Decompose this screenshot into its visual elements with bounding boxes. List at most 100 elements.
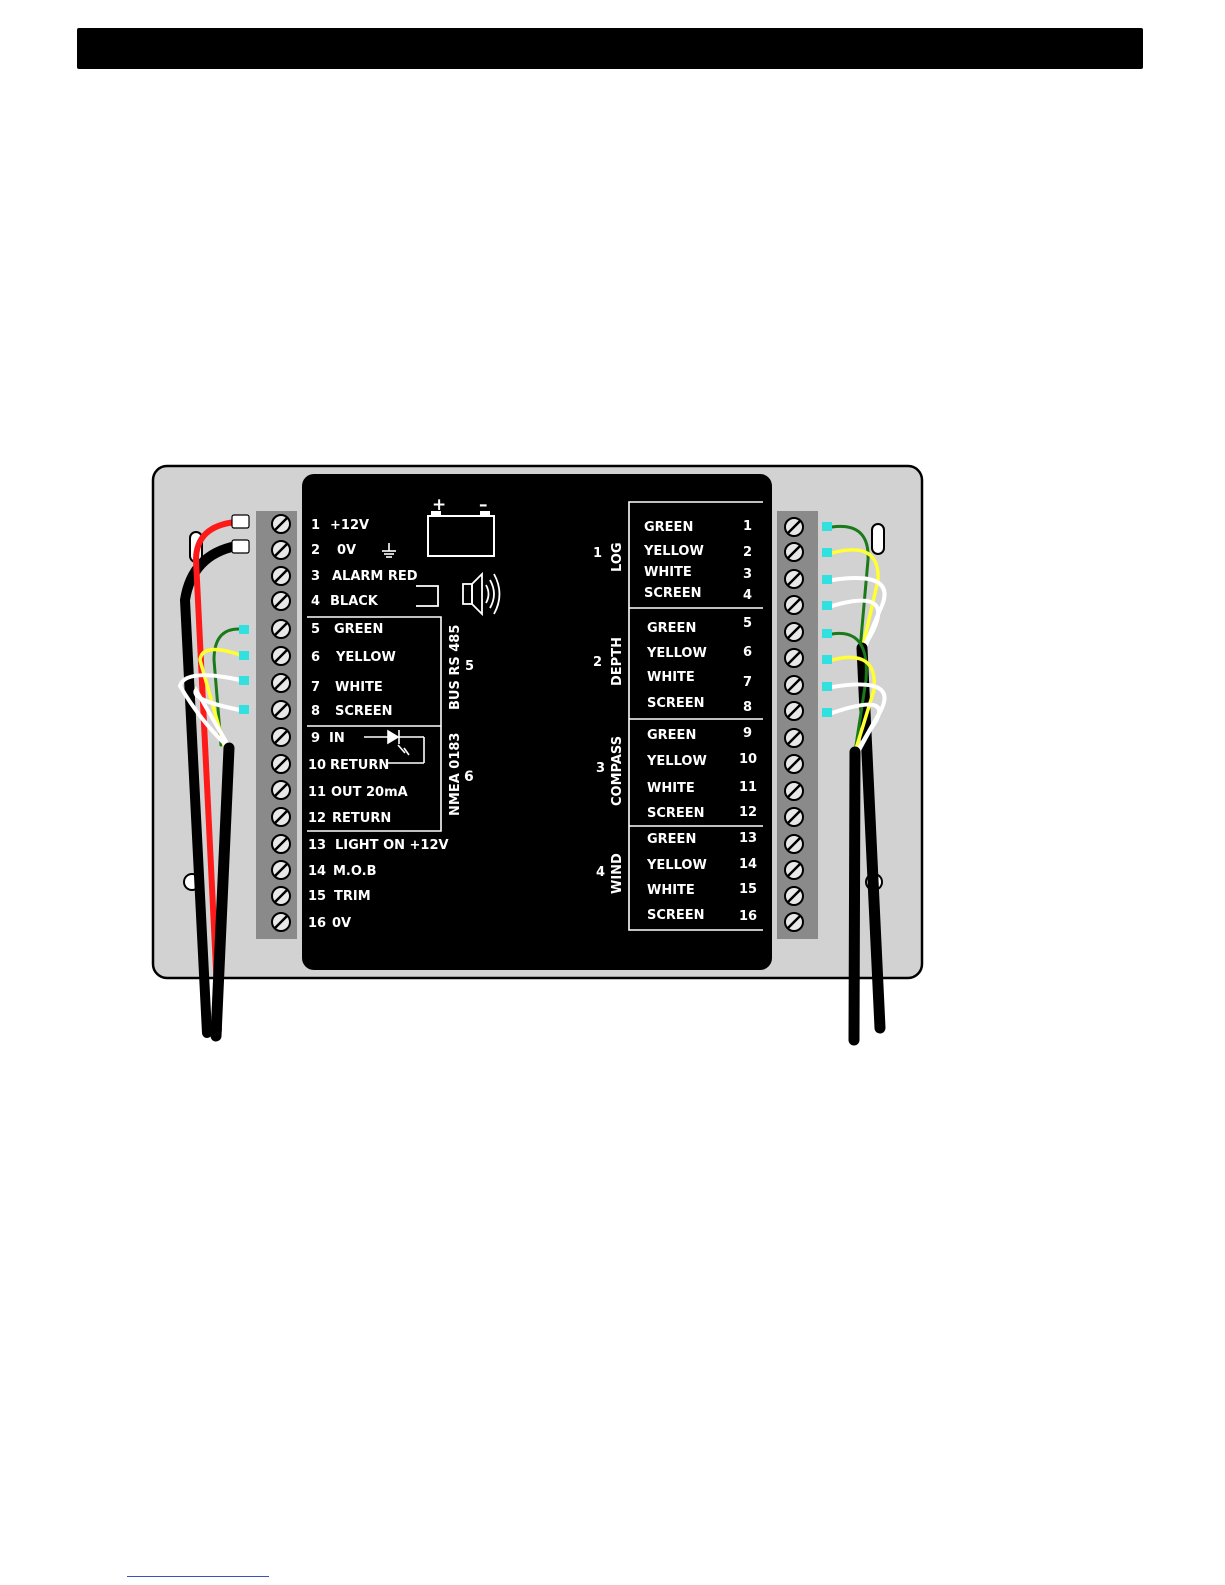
header-bar — [77, 28, 1143, 69]
right-terminal-number: 13 — [739, 831, 757, 846]
terminal-screw-icon[interactable] — [784, 807, 804, 827]
right-terminal-number: 7 — [743, 675, 752, 690]
left-terminal-number: 8 — [311, 704, 320, 719]
terminal-screw-icon[interactable] — [271, 646, 291, 666]
left-group-num-nmea: 6 — [464, 769, 474, 785]
speaker-icon — [416, 571, 501, 617]
left-terminal-number: 1 — [311, 518, 320, 533]
terminal-screw-icon[interactable] — [784, 675, 804, 695]
terminal-screw-icon[interactable] — [271, 807, 291, 827]
terminal-screw-icon[interactable] — [784, 754, 804, 774]
left-terminal-label: 0V — [337, 543, 356, 558]
terminal-screw-icon[interactable] — [784, 517, 804, 537]
terminal-screw-icon[interactable] — [784, 595, 804, 615]
right-group-number: 3 — [596, 761, 605, 776]
terminal-screw-icon[interactable] — [271, 514, 291, 534]
terminal-screw-icon[interactable] — [784, 781, 804, 801]
wire-green-right-1 — [830, 524, 870, 652]
cable-black-right-1 — [856, 642, 886, 1034]
right-terminal-number: 10 — [739, 752, 757, 767]
terminal-screw-icon[interactable] — [784, 886, 804, 906]
right-terminal-label: YELLOW — [646, 754, 707, 769]
left-terminal-screws — [271, 514, 291, 932]
left-terminal-number: 12 — [308, 811, 326, 826]
right-terminal-label: SCREEN — [647, 806, 705, 821]
left-terminal-label: SCREEN — [335, 704, 393, 719]
right-terminal-label: YELLOW — [643, 544, 704, 559]
terminal-screw-icon[interactable] — [784, 648, 804, 668]
left-group-frames — [307, 616, 442, 832]
left-terminal-label: OUT 20mA — [331, 785, 408, 800]
terminal-screw-icon[interactable] — [784, 834, 804, 854]
right-terminal-number: 4 — [743, 588, 752, 603]
right-terminal-number: 9 — [743, 726, 752, 741]
left-terminal-label: 0V — [332, 916, 351, 931]
right-terminal-label: YELLOW — [646, 858, 707, 873]
left-terminal-number: 5 — [311, 622, 320, 637]
right-terminal-label: GREEN — [647, 728, 696, 743]
wire-white-left-2 — [193, 686, 242, 747]
left-terminal-number: 6 — [311, 650, 320, 665]
left-terminal-label: YELLOW — [335, 650, 396, 665]
terminal-screw-icon[interactable] — [784, 701, 804, 721]
left-terminal-number: 16 — [308, 916, 326, 931]
terminal-screw-icon[interactable] — [784, 622, 804, 642]
right-group-number: 4 — [596, 865, 605, 880]
terminal-screw-icon[interactable] — [271, 780, 291, 800]
left-terminal-number: 13 — [308, 838, 326, 853]
right-terminal-number: 16 — [739, 909, 757, 924]
terminal-screw-icon[interactable] — [784, 860, 804, 880]
terminal-screw-icon[interactable] — [271, 727, 291, 747]
terminal-screw-icon[interactable] — [271, 619, 291, 639]
right-terminal-number: 12 — [739, 805, 757, 820]
terminal-screw-icon[interactable] — [784, 569, 804, 589]
right-terminal-label: SCREEN — [647, 696, 705, 711]
right-terminal-number: 1 — [743, 519, 752, 534]
right-terminal-number: 5 — [743, 616, 752, 631]
wire-white-right-2 — [830, 598, 881, 652]
right-terminal-label: YELLOW — [646, 646, 707, 661]
right-terminal-number: 15 — [739, 882, 757, 897]
terminal-screw-icon[interactable] — [271, 860, 291, 880]
left-terminal-label: M.O.B — [333, 864, 377, 879]
wire-white-left-1 — [177, 673, 242, 747]
terminal-screw-icon[interactable] — [271, 566, 291, 586]
left-terminal-label: RETURN — [332, 811, 391, 826]
right-terminal-number: 6 — [743, 645, 752, 660]
right-terminal-label: WHITE — [644, 565, 692, 580]
left-terminal-label: WHITE — [335, 680, 383, 695]
terminal-screw-icon[interactable] — [784, 912, 804, 932]
optocoupler-icon — [364, 729, 425, 764]
ground-icon — [382, 543, 396, 558]
right-terminal-label: GREEN — [644, 520, 693, 535]
wire-yellow-right-2 — [830, 655, 877, 754]
right-group-number: 2 — [593, 655, 602, 670]
battery-minus-label: – — [479, 495, 488, 515]
battery-icon: + – — [427, 495, 495, 557]
right-group-name: COMPASS — [610, 736, 625, 806]
terminal-screw-icon[interactable] — [271, 834, 291, 854]
terminal-screw-icon[interactable] — [271, 673, 291, 693]
left-terminal-label: TRIM — [334, 889, 371, 904]
left-terminal-label: BLACK — [330, 594, 379, 609]
left-terminal-label: ALARM RED — [332, 569, 418, 584]
left-terminal-label: GREEN — [334, 622, 383, 637]
wire-white-right-4 — [830, 702, 882, 754]
terminal-screw-icon[interactable] — [271, 540, 291, 560]
terminal-screw-icon[interactable] — [271, 591, 291, 611]
left-terminal-label: LIGHT ON +12V — [335, 838, 449, 853]
wire-green-left — [212, 627, 242, 747]
terminal-screw-icon[interactable] — [784, 542, 804, 562]
label-panel — [302, 474, 772, 970]
right-group-frames — [628, 501, 763, 931]
wire-tips — [231, 514, 832, 717]
right-terminal-number: 2 — [743, 545, 752, 560]
terminal-screw-icon[interactable] — [784, 728, 804, 748]
terminal-screw-icon[interactable] — [271, 912, 291, 932]
terminal-screw-icon[interactable] — [271, 700, 291, 720]
terminal-screw-icon[interactable] — [271, 886, 291, 906]
left-terminal-number: 4 — [311, 594, 320, 609]
terminal-screw-icon[interactable] — [271, 754, 291, 774]
